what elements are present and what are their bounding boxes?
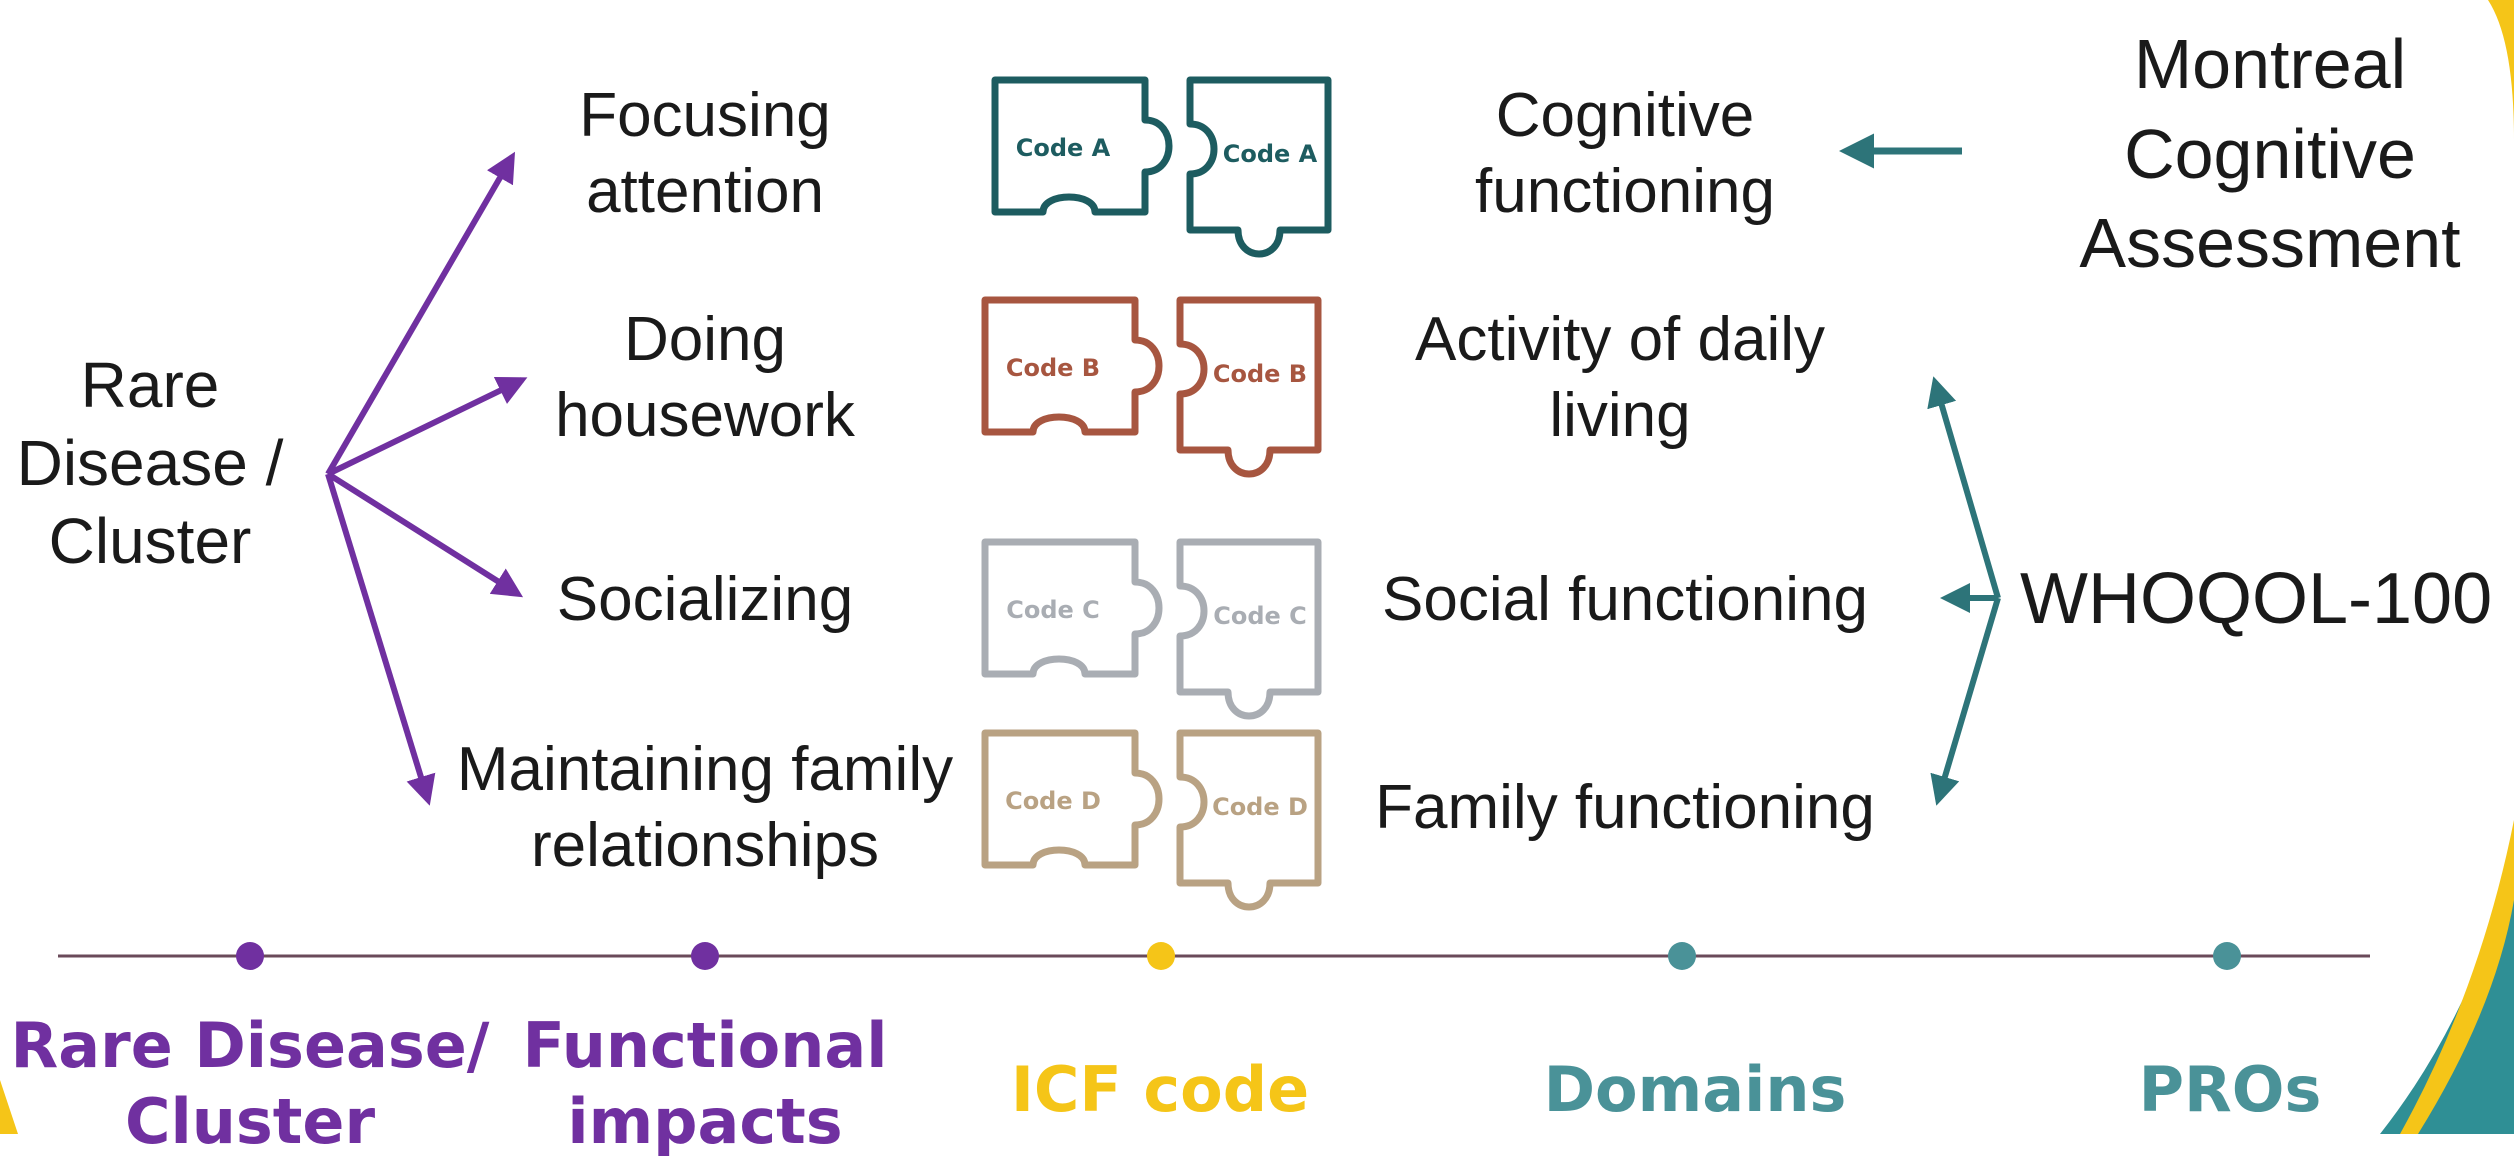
pro-whoqol: WHOQOL-100 <box>2020 556 2514 644</box>
puzzle-code-label: Code D <box>1005 787 1101 815</box>
impact-doing-housework: Doing housework <box>445 302 965 453</box>
timeline-label-domains: Domains <box>1480 1052 1910 1128</box>
impact-socializing: Socializing <box>445 562 965 638</box>
arrow-whoqol-to-family <box>1930 597 2001 806</box>
puzzle-piece-right-icon: Code D <box>1176 729 1322 911</box>
arrow-whoqol-to-adl <box>1927 376 2001 599</box>
timeline-label-line2: impacts <box>567 1084 843 1158</box>
domain-line1: Activity of daily <box>1414 305 1826 374</box>
timeline-label-line1: Rare Disease/ <box>10 1009 490 1082</box>
impact-line1: Maintaining family <box>456 735 954 804</box>
puzzle-piece-right-shape <box>1176 729 1322 911</box>
puzzle-piece-left-icon: Code B <box>981 296 1163 436</box>
timeline-label-line2: Cluster <box>124 1084 376 1158</box>
domain-family-functioning: Family functioning <box>1360 770 1890 846</box>
timeline-dot <box>236 942 264 970</box>
corner-swoosh-bottom-right-yellow <box>2400 820 2514 1134</box>
domain-line2: living <box>1549 380 1691 450</box>
puzzle-code-label: Code C <box>1006 596 1100 624</box>
timeline-dot <box>691 942 719 970</box>
pro-whoqol-text: WHOQOL-100 <box>2020 559 2493 639</box>
puzzle-piece-left-shape <box>991 76 1173 216</box>
timeline-label-line1: Domains <box>1543 1053 1847 1126</box>
impact-line2: attention <box>586 156 824 226</box>
puzzle-piece-right-icon: Code A <box>1186 76 1332 258</box>
puzzle-piece-left-icon: Code C <box>981 538 1163 678</box>
puzzle-piece-left-icon: Code D <box>981 729 1163 869</box>
pro-moca: Montreal Cognitive Assessment <box>2040 20 2500 289</box>
arrow-to-family <box>325 473 436 806</box>
domain-line1: Family functioning <box>1375 773 1875 842</box>
domain-cognitive-functioning: Cognitive functioning <box>1360 78 1890 229</box>
domain-line1: Cognitive <box>1495 81 1755 150</box>
timeline-label-icf-code: ICF code <box>960 1052 1360 1128</box>
puzzle-piece-right-shape <box>1176 538 1322 720</box>
rare-disease-label: Rare Disease / Cluster <box>0 346 310 580</box>
timeline-label-pros: PROs <box>2030 1052 2430 1128</box>
puzzle-piece-right-icon: Code C <box>1176 538 1322 720</box>
corner-swoosh-top-right <box>2488 0 2514 140</box>
puzzle-code-label: Code A <box>1223 140 1318 168</box>
impact-line1: Doing <box>624 305 786 374</box>
pro-moca-line2: Cognitive <box>2124 114 2416 193</box>
domain-line1: Social functioning <box>1382 565 1868 634</box>
impact-line2: relationships <box>530 810 880 880</box>
rare-disease-line2: Disease / <box>16 427 284 500</box>
impact-line1: Focusing <box>579 81 831 150</box>
timeline-label-line1: ICF code <box>1010 1053 1310 1126</box>
domain-activity-daily-living: Activity of daily living <box>1360 302 1880 453</box>
impact-focusing-attention: Focusing attention <box>445 78 965 229</box>
timeline-label-functional-impacts: Functional impacts <box>485 1008 925 1159</box>
timeline-dot <box>1668 942 1696 970</box>
corner-swoosh-bottom-right <box>2380 860 2514 1134</box>
rare-disease-line1: Rare <box>80 349 220 421</box>
timeline-label-line1: Functional <box>522 1009 888 1082</box>
puzzle-piece-right-shape <box>1186 76 1332 258</box>
pro-moca-line3: Assessment <box>2079 204 2461 283</box>
pro-moca-line1: Montreal <box>2133 25 2407 103</box>
puzzle-code-label: Code A <box>1016 134 1111 162</box>
timeline-dot <box>2213 942 2241 970</box>
puzzle-code-label: Code D <box>1212 793 1308 821</box>
timeline-dot <box>1147 942 1175 970</box>
domain-social-functioning: Social functioning <box>1360 562 1890 638</box>
impact-line2: housework <box>555 380 855 450</box>
puzzle-code-label: Code C <box>1213 602 1307 630</box>
arrow-to-housework <box>326 376 528 477</box>
puzzle-piece-left-icon: Code A <box>991 76 1173 216</box>
timeline-label-rare-disease: Rare Disease/ Cluster <box>10 1008 490 1159</box>
arrow-to-focusing <box>325 151 516 476</box>
impact-line1: Socializing <box>556 565 854 634</box>
diagram-graphics: Code A Code A Code B Code B Code C Code C Code… <box>0 0 2514 1134</box>
corner-swoosh-bottom-left <box>0 1080 18 1134</box>
puzzle-piece-left-shape <box>981 729 1163 869</box>
puzzle-piece-right-icon: Code B <box>1176 296 1322 478</box>
puzzle-piece-left-shape <box>981 296 1163 436</box>
impact-maintaining-family: Maintaining family relationships <box>445 732 965 883</box>
domain-line2: functioning <box>1475 156 1775 226</box>
arrow-to-socializing <box>326 471 524 598</box>
timeline-label-line1: PROs <box>2138 1053 2322 1126</box>
puzzle-code-label: Code B <box>1213 360 1307 388</box>
rare-disease-line3: Cluster <box>48 505 252 578</box>
puzzle-piece-left-shape <box>981 538 1163 678</box>
puzzle-code-label: Code B <box>1006 354 1100 382</box>
puzzle-piece-right-shape <box>1176 296 1322 478</box>
